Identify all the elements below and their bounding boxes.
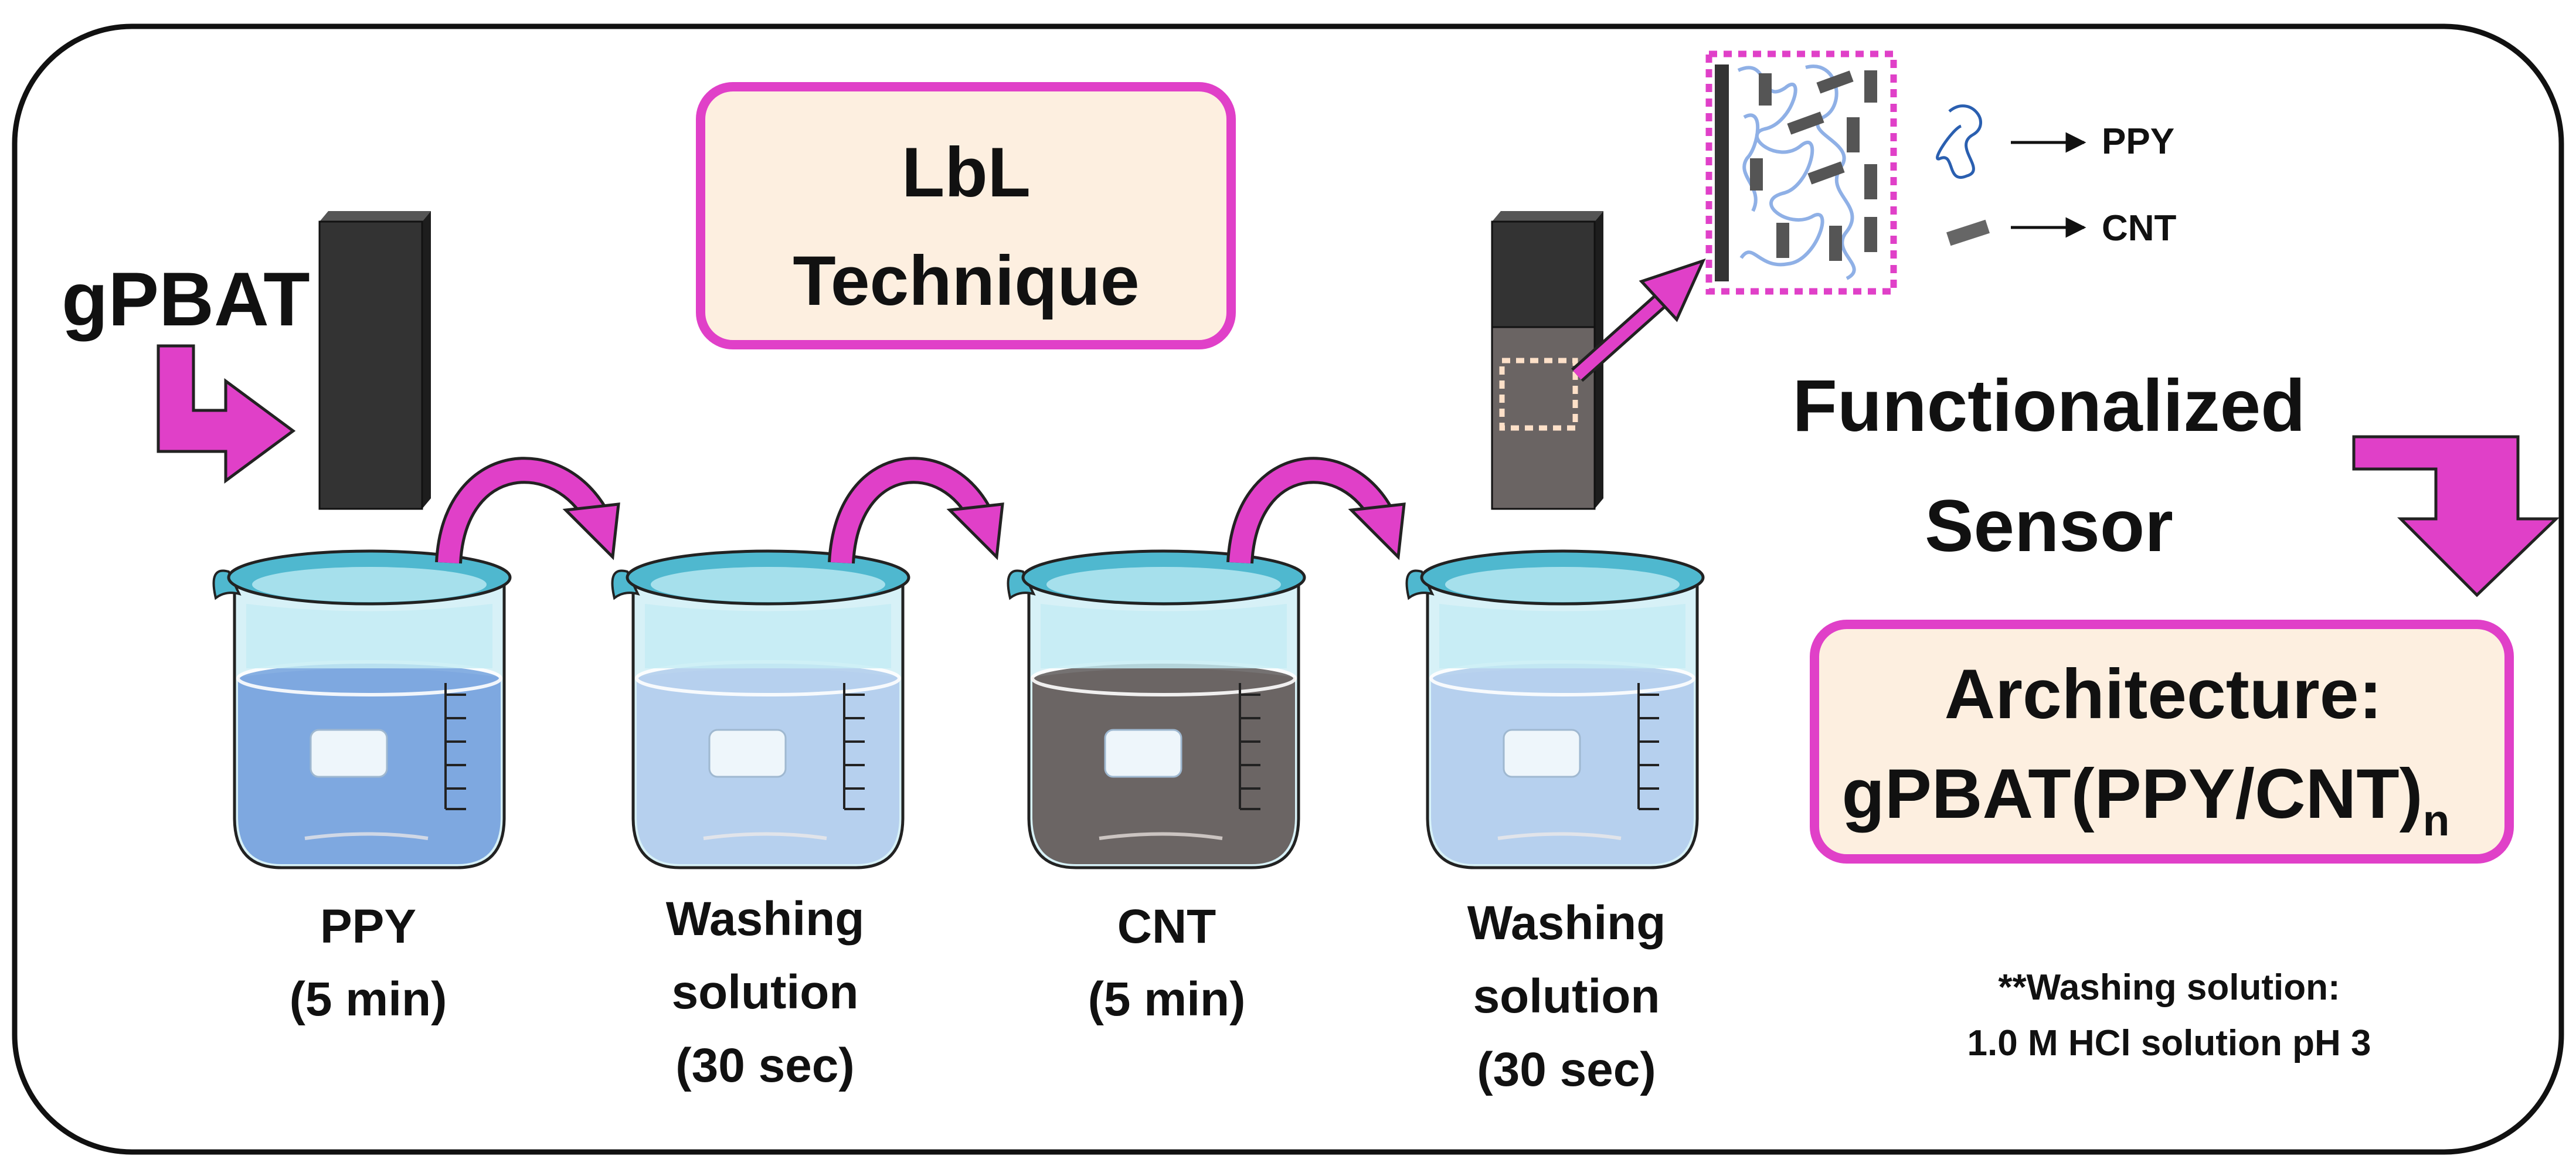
title-line2: Technique — [793, 242, 1139, 320]
step-label-4: Washing solution (30 sec) — [1467, 896, 1666, 1096]
architecture-box: Architecture: gPBAT(PPY/CNT)n — [1810, 620, 2514, 864]
step-label-2: Washing solution (30 sec) — [666, 892, 865, 1092]
transfer-arrow-2 — [828, 457, 1004, 564]
substrate-label: gPBAT — [62, 256, 310, 342]
architecture-formula: gPBAT(PPY/CNT)n — [1842, 755, 2450, 845]
result-pointer-arrow — [2352, 435, 2560, 597]
step-4-line2: solution — [1473, 970, 1660, 1023]
ppy-chain-icon — [1936, 104, 1982, 179]
step-2-line2: solution — [672, 966, 859, 1019]
step-label-3: CNT (5 min) — [1088, 900, 1246, 1026]
step-2-line3: (30 sec) — [675, 1039, 854, 1092]
washing-note-line1: **Washing solution: — [1998, 967, 2340, 1008]
washing-note-line2: 1.0 M HCl solution pH 3 — [1967, 1023, 2371, 1063]
beaker-1 — [212, 549, 512, 869]
architecture-subscript: n — [2423, 796, 2450, 845]
step-labels: PPY (5 min) Washing solution (30 sec) CN… — [290, 892, 1666, 1096]
legend-cnt-label: CNT — [2102, 208, 2177, 249]
step-2-line1: Washing — [666, 892, 865, 946]
step-1-line2: (5 min) — [290, 973, 447, 1026]
beaker-2 — [611, 549, 910, 869]
title-box: LbL Technique — [696, 82, 1236, 349]
transfer-arrow-3 — [1226, 457, 1406, 564]
legend: PPY CNT — [1936, 104, 2177, 249]
beakers — [212, 549, 1705, 869]
transfer-arrows — [435, 457, 1406, 564]
zoom-arrow — [1571, 258, 1706, 382]
substrate-strip — [318, 211, 431, 510]
legend-ppy-label: PPY — [2102, 121, 2174, 162]
multilayer-inset — [1705, 50, 1897, 295]
step-1-line1: PPY — [320, 900, 416, 953]
beaker-4 — [1405, 549, 1705, 869]
substrate-pointer-arrow — [157, 344, 296, 484]
step-label-1: PPY (5 min) — [290, 900, 447, 1026]
step-4-line1: Washing — [1467, 896, 1666, 950]
result-line2: Sensor — [1925, 485, 2173, 567]
transfer-arrow-1 — [435, 457, 620, 564]
result-line1: Functionalized — [1793, 365, 2306, 447]
step-4-line3: (30 sec) — [1477, 1043, 1656, 1096]
architecture-line1: Architecture: — [1945, 655, 2383, 733]
step-3-line1: CNT — [1117, 900, 1216, 953]
title-line1: LbL — [902, 133, 1031, 212]
beaker-3 — [1007, 549, 1306, 869]
cnt-rod-icon — [1946, 219, 1990, 246]
step-3-line2: (5 min) — [1088, 973, 1246, 1026]
